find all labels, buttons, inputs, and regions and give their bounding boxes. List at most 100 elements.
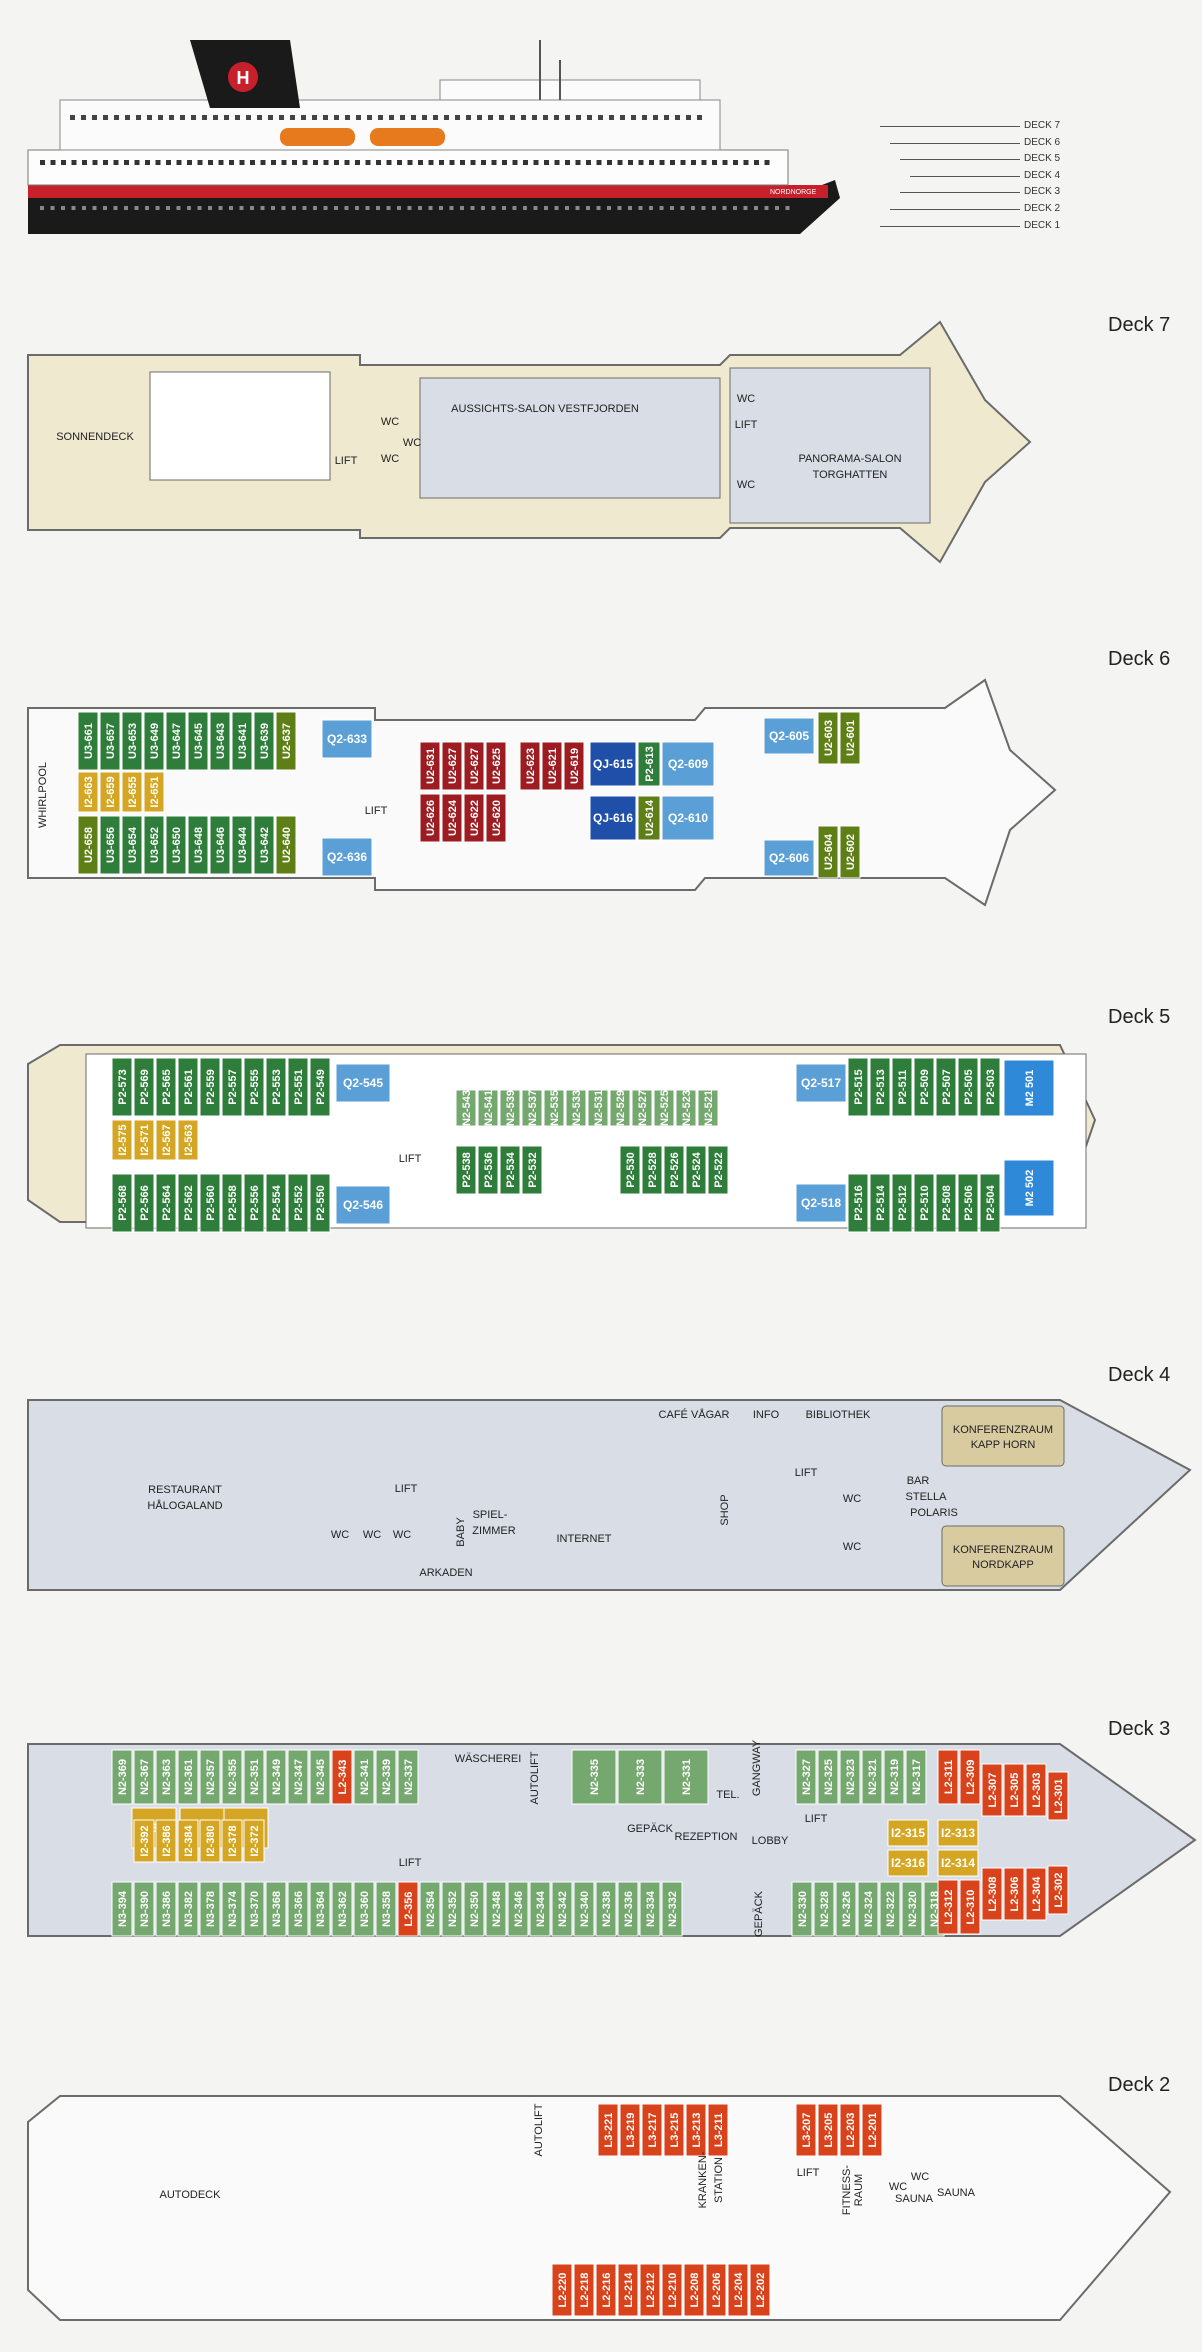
cabin-p2-514[interactable]: P2-514 bbox=[869, 1173, 891, 1233]
cabin-box[interactable] bbox=[221, 1749, 243, 1805]
cabin-l2-356[interactable]: L2-356 bbox=[397, 1881, 419, 1937]
cabin-n3-368[interactable]: N3-368 bbox=[265, 1881, 287, 1937]
cabin-box[interactable] bbox=[221, 1819, 243, 1863]
cabin-n3-366[interactable]: N3-366 bbox=[287, 1881, 309, 1937]
cabin-l2-214[interactable]: L2-214 bbox=[617, 2263, 639, 2317]
cabin-box[interactable] bbox=[253, 815, 275, 875]
cabin-box[interactable] bbox=[1025, 1867, 1047, 1921]
cabin-box[interactable] bbox=[551, 2263, 573, 2317]
cabin-n2-367[interactable]: N2-367 bbox=[133, 1749, 155, 1805]
cabin-box[interactable] bbox=[265, 1881, 287, 1937]
cabin-l3-215[interactable]: L3-215 bbox=[663, 2103, 685, 2157]
cabin-box[interactable] bbox=[619, 2103, 641, 2157]
cabin-n3-386[interactable]: N3-386 bbox=[155, 1881, 177, 1937]
cabin-box[interactable] bbox=[641, 1145, 663, 1195]
cabin-i2-571[interactable]: I2-571 bbox=[133, 1119, 155, 1161]
cabin-n2-340[interactable]: N2-340 bbox=[573, 1881, 595, 1937]
cabin-i2-659[interactable]: I2-659 bbox=[99, 771, 121, 813]
cabin-box[interactable] bbox=[529, 1881, 551, 1937]
cabin-box[interactable] bbox=[133, 1749, 155, 1805]
cabin-box[interactable] bbox=[321, 837, 373, 877]
cabin-p2-532[interactable]: P2-532 bbox=[521, 1145, 543, 1195]
cabin-u3-643[interactable]: U3-643 bbox=[209, 711, 231, 771]
cabin-box[interactable] bbox=[485, 741, 507, 791]
cabin-box[interactable] bbox=[155, 1881, 177, 1937]
cabin-box[interactable] bbox=[133, 1057, 155, 1117]
cabin-u3-646[interactable]: U3-646 bbox=[209, 815, 231, 875]
cabin-n2-323[interactable]: N2-323 bbox=[839, 1749, 861, 1805]
cabin-n3-374[interactable]: N3-374 bbox=[221, 1881, 243, 1937]
cabin-box[interactable] bbox=[883, 1749, 905, 1805]
cabin-box[interactable] bbox=[265, 1173, 287, 1233]
cabin-box[interactable] bbox=[935, 1173, 957, 1233]
cabin-n3-364[interactable]: N3-364 bbox=[309, 1881, 331, 1937]
cabin-i2-384[interactable]: I2-384 bbox=[177, 1819, 199, 1863]
cabin-q2-633[interactable]: Q2-633 bbox=[321, 719, 373, 759]
cabin-p2-550[interactable]: P2-550 bbox=[309, 1173, 331, 1233]
cabin-box[interactable] bbox=[957, 1173, 979, 1233]
cabin-box[interactable] bbox=[177, 1749, 199, 1805]
cabin-box[interactable] bbox=[839, 1749, 861, 1805]
cabin-m2-502[interactable]: M2 502 bbox=[1003, 1159, 1055, 1217]
cabin-box[interactable] bbox=[847, 1057, 869, 1117]
cabin-n2-345[interactable]: N2-345 bbox=[309, 1749, 331, 1805]
cabin-n2-351[interactable]: N2-351 bbox=[243, 1749, 265, 1805]
cabin-l2-303[interactable]: L2-303 bbox=[1025, 1763, 1047, 1817]
cabin-n2-521[interactable]: N2-521 bbox=[697, 1089, 719, 1127]
cabin-l2-308[interactable]: L2-308 bbox=[981, 1867, 1003, 1921]
cabin-n2-333[interactable]: N2-333 bbox=[617, 1749, 663, 1805]
cabin-p2-558[interactable]: P2-558 bbox=[221, 1173, 243, 1233]
cabin-box[interactable] bbox=[309, 1057, 331, 1117]
cabin-box[interactable] bbox=[111, 1881, 133, 1937]
cabin-box[interactable] bbox=[209, 711, 231, 771]
cabin-box[interactable] bbox=[455, 1089, 477, 1127]
cabin-box[interactable] bbox=[595, 2263, 617, 2317]
cabin-box[interactable] bbox=[879, 1881, 901, 1937]
cabin-l2-202[interactable]: L2-202 bbox=[749, 2263, 771, 2317]
cabin-box[interactable] bbox=[441, 793, 463, 843]
cabin-box[interactable] bbox=[981, 1867, 1003, 1921]
cabin-n2-335[interactable]: N2-335 bbox=[571, 1749, 617, 1805]
cabin-box[interactable] bbox=[573, 1881, 595, 1937]
cabin-i2-313[interactable]: I2-313 bbox=[937, 1819, 979, 1847]
cabin-box[interactable] bbox=[891, 1057, 913, 1117]
cabin-p2-613[interactable]: P2-613 bbox=[637, 741, 661, 787]
cabin-qj-616[interactable]: QJ-616 bbox=[589, 795, 637, 841]
cabin-box[interactable] bbox=[791, 1881, 813, 1937]
cabin-box[interactable] bbox=[587, 1089, 609, 1127]
cabin-l2-301[interactable]: L2-301 bbox=[1047, 1771, 1069, 1821]
cabin-box[interactable] bbox=[253, 711, 275, 771]
cabin-n3-382[interactable]: N3-382 bbox=[177, 1881, 199, 1937]
cabin-box[interactable] bbox=[177, 1881, 199, 1937]
cabin-u2-602[interactable]: U2-602 bbox=[839, 825, 861, 879]
cabin-box[interactable] bbox=[187, 815, 209, 875]
cabin-p2-562[interactable]: P2-562 bbox=[177, 1173, 199, 1233]
cabin-p2-512[interactable]: P2-512 bbox=[891, 1173, 913, 1233]
cabin-u3-657[interactable]: U3-657 bbox=[99, 711, 121, 771]
cabin-p2-549[interactable]: P2-549 bbox=[309, 1057, 331, 1117]
cabin-p2-526[interactable]: P2-526 bbox=[663, 1145, 685, 1195]
cabin-n2-529[interactable]: N2-529 bbox=[609, 1089, 631, 1127]
cabin-box[interactable] bbox=[165, 815, 187, 875]
cabin-box[interactable] bbox=[869, 1057, 891, 1117]
cabin-box[interactable] bbox=[597, 2103, 619, 2157]
cabin-p2-503[interactable]: P2-503 bbox=[979, 1057, 1001, 1117]
cabin-box[interactable] bbox=[199, 1881, 221, 1937]
cabin-box[interactable] bbox=[887, 1849, 929, 1877]
cabin-box[interactable] bbox=[353, 1881, 375, 1937]
cabin-box[interactable] bbox=[155, 1119, 177, 1161]
cabin-box[interactable] bbox=[979, 1057, 1001, 1117]
cabin-u2-614[interactable]: U2-614 bbox=[637, 795, 661, 841]
cabin-i2-655[interactable]: I2-655 bbox=[121, 771, 143, 813]
cabin-box[interactable] bbox=[231, 815, 253, 875]
cabin-box[interactable] bbox=[499, 1145, 521, 1195]
cabin-box[interactable] bbox=[397, 1749, 419, 1805]
cabin-n2-319[interactable]: N2-319 bbox=[883, 1749, 905, 1805]
cabin-p2-561[interactable]: P2-561 bbox=[177, 1057, 199, 1117]
cabin-box[interactable] bbox=[661, 2263, 683, 2317]
cabin-box[interactable] bbox=[111, 1057, 133, 1117]
cabin-box[interactable] bbox=[653, 1089, 675, 1127]
cabin-l2-208[interactable]: L2-208 bbox=[683, 2263, 705, 2317]
cabin-u3-639[interactable]: U3-639 bbox=[253, 711, 275, 771]
conference-room[interactable] bbox=[941, 1525, 1065, 1587]
